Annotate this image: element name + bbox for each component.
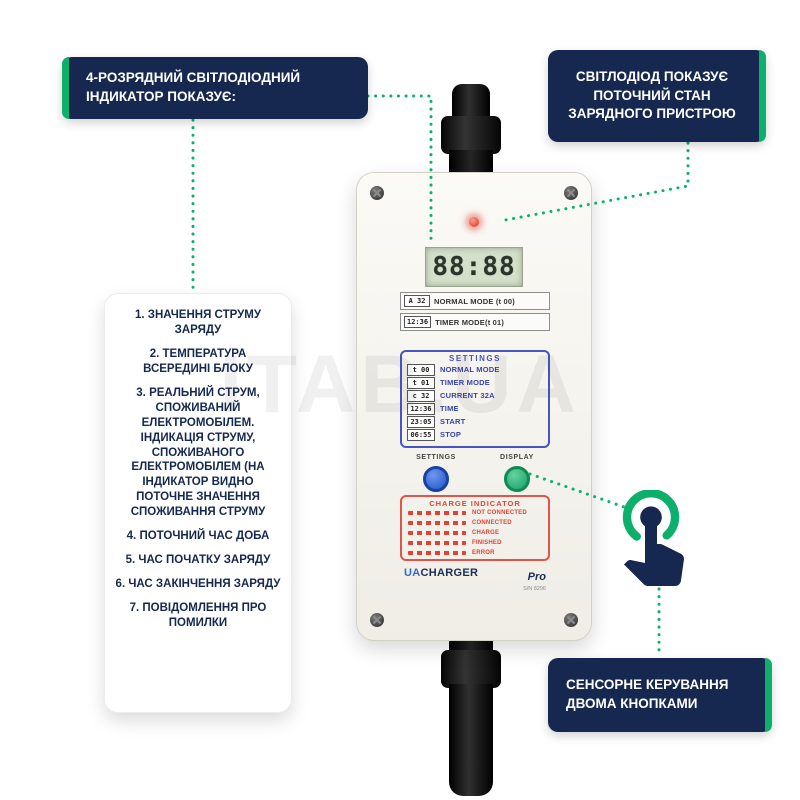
display-digits: 88:88: [432, 252, 516, 282]
screw-top-left: [370, 186, 384, 200]
charge-indicator-panel: CHARGE INDICATOR NOT CONNECTED CONNECTED…: [400, 495, 550, 561]
settings-button-label: SETTINGS: [416, 454, 456, 461]
setting-value: 12:36: [407, 402, 435, 415]
accent-bar: [62, 57, 69, 119]
list-item: 6. ЧАС ЗАКІНЧЕННЯ ЗАРЯДУ: [115, 578, 281, 591]
led-pattern: [408, 541, 466, 545]
cable-gland-top-nut: [441, 116, 501, 154]
setting-value: t 00: [407, 363, 435, 376]
setting-label: NORMAL MODE: [440, 365, 500, 374]
brand-row: UACHARGER Pro S/N 8296: [400, 567, 550, 592]
brand-suffix: CHARGER: [420, 567, 479, 579]
callout-touch-control: СЕНСОРНЕ КЕРУВАННЯ ДВОМА КНОПКАМИ: [548, 658, 772, 732]
list-item: 5. ЧАС ПОЧАТКУ ЗАРЯДУ: [125, 554, 271, 567]
charge-state-row: CHARGE: [402, 528, 548, 538]
mode-row-normal: A 32 NORMAL MODE (t 00): [400, 292, 550, 310]
settings-panel: SETTINGS t 00 NORMAL MODE t 01 TIMER MOD…: [400, 350, 550, 448]
settings-button[interactable]: [423, 466, 449, 492]
screw-top-right: [564, 186, 578, 200]
touch-ring-icon: [622, 490, 680, 546]
charge-state-row: NOT CONNECTED: [402, 508, 548, 518]
callout-status-led: СВІТЛОДІОД ПОКАЗУЄ ПОТОЧНИЙ СТАН ЗАРЯДНО…: [548, 50, 766, 142]
mode-value: A 32: [404, 295, 430, 307]
charge-state-row: CONNECTED: [402, 518, 548, 528]
seven-segment-display: 88:88: [425, 247, 523, 287]
hand-icon: [624, 514, 684, 586]
settings-row: t 00 NORMAL MODE: [402, 363, 548, 376]
charge-state-row: FINISHED: [402, 538, 548, 548]
settings-title: SETTINGS: [448, 354, 501, 363]
setting-label: TIME: [440, 404, 459, 413]
mode-value: 12:36: [404, 316, 432, 328]
setting-value: 06:55: [407, 428, 435, 441]
callout-text: 4-РОЗРЯДНИЙ СВІТЛОДІОДНИЙ ІНДИКАТОР ПОКА…: [86, 70, 301, 104]
list-item: 7. ПОВІДОМЛЕННЯ ПРО ПОМИЛКИ: [129, 602, 267, 629]
callout-led-display: 4-РОЗРЯДНИЙ СВІТЛОДІОДНИЙ ІНДИКАТОР ПОКА…: [62, 57, 368, 119]
settings-row: 12:36 TIME: [402, 402, 548, 415]
charge-state-label: CHARGE: [472, 530, 500, 536]
charger-device: 88:88 A 32 NORMAL MODE (t 00) 12:36 TIME…: [356, 172, 592, 641]
list-item: 3. РЕАЛЬНИЙ СТРУМ, СПОЖИВАНИЙ ЕЛЕКТРОМОБ…: [130, 386, 266, 519]
settings-row: t 01 TIMER MODE: [402, 376, 548, 389]
settings-row: 06:55 STOP: [402, 428, 548, 441]
list-item: 2. ТЕМПЕРАТУРА ВСЕРЕДИНІ БЛОКУ: [143, 347, 253, 375]
setting-value: 23:05: [407, 415, 435, 428]
power-cable-bottom: [449, 684, 493, 796]
led-pattern: [408, 551, 466, 555]
charge-indicator-title: CHARGE INDICATOR: [429, 499, 521, 508]
setting-label: START: [440, 417, 466, 426]
list-item: 4. ПОТОЧНИЙ ЧАС ДОБА: [126, 530, 270, 543]
display-button[interactable]: [504, 466, 530, 492]
mode-row-timer: 12:36 TIMER MODE(t 01): [400, 313, 550, 331]
accent-bar: [759, 50, 766, 142]
charge-state-label: FINISHED: [472, 540, 502, 546]
display-button-label: DISPLAY: [500, 454, 534, 461]
charge-state-label: ERROR: [472, 550, 495, 556]
cable-gland-bottom-nut: [441, 650, 501, 688]
setting-value: c 32: [407, 389, 435, 402]
led-pattern: [408, 521, 466, 525]
charge-state-label: CONNECTED: [472, 520, 512, 526]
mode-label: NORMAL MODE (t 00): [434, 296, 515, 306]
brand-prefix: UA: [404, 567, 421, 579]
touch-gesture-icon: [622, 490, 684, 586]
setting-value: t 01: [407, 376, 435, 389]
led-pattern: [408, 531, 466, 535]
callout-text: СВІТЛОДІОД ПОКАЗУЄ ПОТОЧНИЙ СТАН ЗАРЯДНО…: [568, 68, 736, 122]
charge-state-row: ERROR: [402, 548, 548, 558]
callout-text: СЕНСОРНЕ КЕРУВАННЯ ДВОМА КНОПКАМИ: [566, 677, 729, 711]
serial-number: S/N 8296: [523, 586, 546, 592]
brand-name: UACHARGER: [404, 567, 478, 579]
charge-state-label: NOT CONNECTED: [472, 510, 527, 516]
brand-model-block: Pro S/N 8296: [523, 567, 546, 592]
settings-row: 23:05 START: [402, 415, 548, 428]
list-item: 1. ЗНАЧЕННЯ СТРУМУ ЗАРЯДУ: [135, 309, 261, 336]
mode-label: TIMER MODE(t 01): [435, 317, 505, 327]
setting-label: TIMER MODE: [440, 378, 490, 387]
led-pattern: [408, 511, 466, 515]
setting-label: CURRENT 32A: [440, 391, 495, 400]
status-led: [467, 215, 481, 229]
screw-bottom-left: [370, 613, 384, 627]
model-name: Pro: [527, 571, 546, 583]
indicator-functions-list: 1. ЗНАЧЕННЯ СТРУМУ ЗАРЯДУ 2. ТЕМПЕРАТУРА…: [104, 293, 292, 713]
screw-bottom-right: [564, 613, 578, 627]
accent-bar: [765, 658, 772, 732]
setting-label: STOP: [440, 430, 462, 439]
settings-row: c 32 CURRENT 32A: [402, 389, 548, 402]
